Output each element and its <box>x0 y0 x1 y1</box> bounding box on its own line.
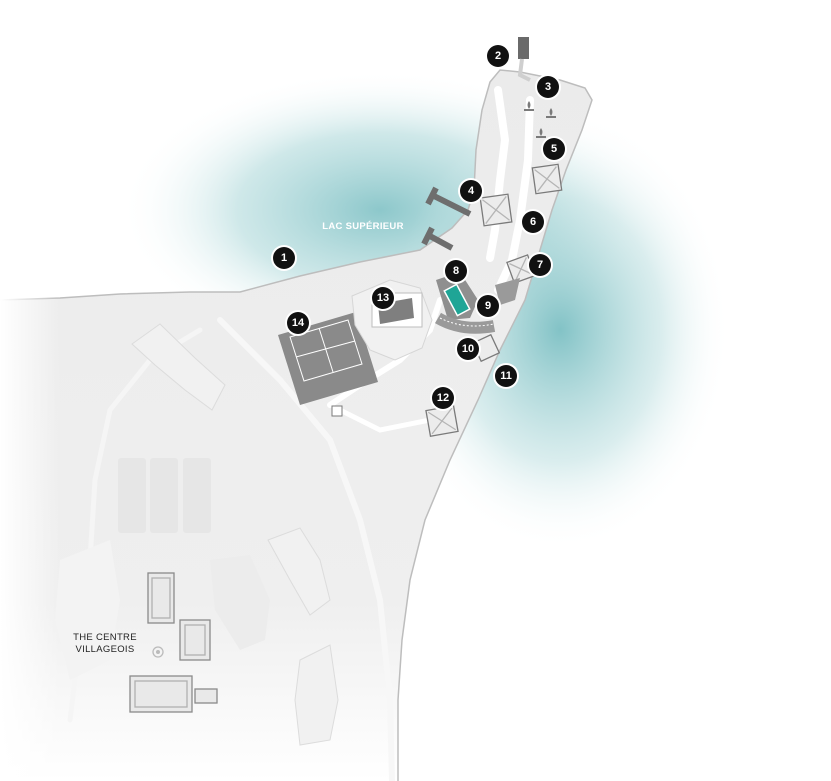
marker-14[interactable]: 14 <box>285 310 311 336</box>
pier-2 <box>517 58 531 82</box>
marker-10[interactable]: 10 <box>455 336 481 362</box>
marker-12[interactable]: 12 <box>430 385 456 411</box>
svg-text:10: 10 <box>462 343 474 355</box>
village-label-line1: THE CENTRE <box>73 632 137 643</box>
tennis-courts <box>278 312 378 417</box>
village-label-line2: VILLAGEOIS <box>76 644 135 655</box>
svg-text:2: 2 <box>495 50 501 62</box>
marker-7[interactable]: 7 <box>527 252 553 278</box>
pavilion-5 <box>531 163 563 195</box>
svg-text:5: 5 <box>551 143 557 155</box>
svg-text:8: 8 <box>453 265 459 277</box>
docks <box>421 186 472 251</box>
village-buildings <box>55 323 339 746</box>
marker-11[interactable]: 11 <box>493 363 519 389</box>
svg-text:14: 14 <box>292 317 305 329</box>
marker-6[interactable]: 6 <box>520 209 546 235</box>
marker-8[interactable]: 8 <box>443 258 469 284</box>
marker-13[interactable]: 13 <box>370 285 396 311</box>
svg-text:13: 13 <box>377 292 389 304</box>
pavilion-4 <box>479 193 513 227</box>
marker-1[interactable]: 1 <box>271 245 297 271</box>
marker-4[interactable]: 4 <box>458 178 484 204</box>
svg-text:1: 1 <box>281 252 287 264</box>
lake-label: LAC SUPÉRIEUR <box>322 221 404 232</box>
building-2 <box>518 37 529 59</box>
svg-text:7: 7 <box>537 259 543 271</box>
pool-area <box>434 272 520 334</box>
map-markers: 1 2 3 4 5 6 7 8 9 10 11 <box>271 43 567 411</box>
village-centre-buildings <box>129 572 218 713</box>
svg-text:6: 6 <box>530 216 536 228</box>
svg-text:12: 12 <box>437 392 449 404</box>
marker-3[interactable]: 3 <box>535 74 561 100</box>
marker-9[interactable]: 9 <box>475 293 501 319</box>
svg-text:4: 4 <box>468 185 475 197</box>
fire-pit-icons <box>524 101 556 138</box>
svg-text:3: 3 <box>545 81 551 93</box>
svg-text:9: 9 <box>485 300 491 312</box>
svg-text:11: 11 <box>500 370 512 382</box>
marker-2[interactable]: 2 <box>485 43 511 69</box>
marker-5[interactable]: 5 <box>541 136 567 162</box>
